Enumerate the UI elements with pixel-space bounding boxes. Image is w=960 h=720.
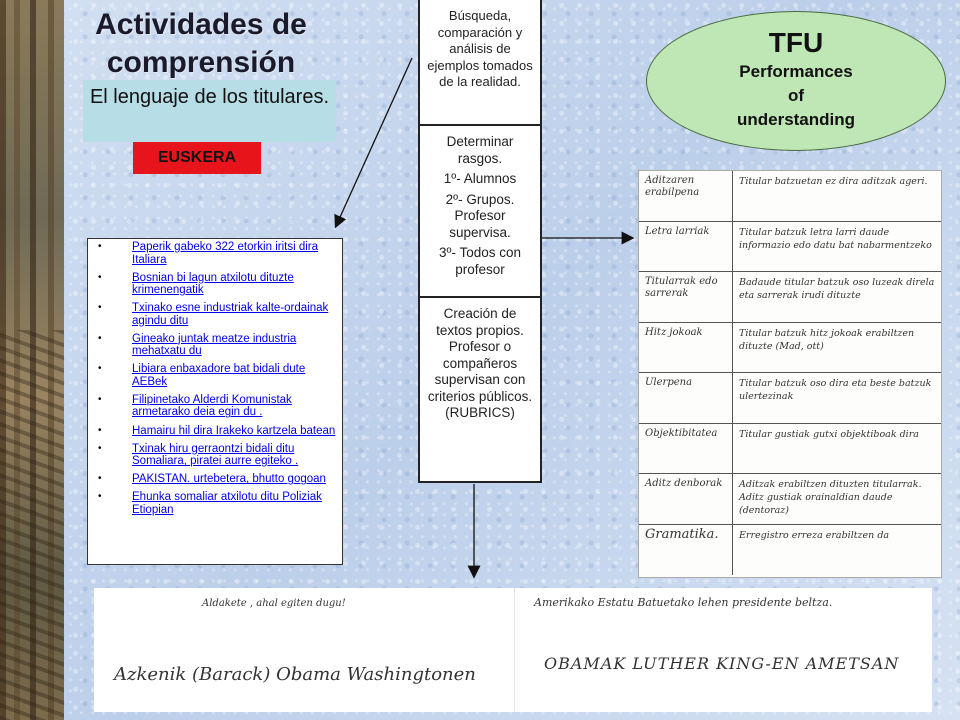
handwritten-table: Aditzaren erabilpena Titular batzuetan e…	[638, 170, 942, 578]
arrow-to-headlines	[334, 57, 413, 229]
headline-link[interactable]: Bosnian bi lagun atxilotu dituzte krimen…	[132, 271, 294, 297]
step-determine-students: 1º- Alumnos	[443, 171, 517, 186]
table-cell-term: Aditz denborak	[639, 474, 733, 524]
list-item: • PAKISTAN. urtebetera, bhutto gogoan	[96, 473, 336, 486]
step-create: Creación de textos propios. Profesor o c…	[420, 298, 540, 481]
example-line-3: Azkenik (Barack) Obama Washingtonen	[114, 664, 476, 685]
step-determine-all: 3º- Todos con profesor	[439, 245, 521, 277]
bullet-icon: •	[98, 393, 102, 405]
example-line-4: OBAMAK LUTHER KING-EN AMETSAN	[544, 654, 900, 673]
step-create-text: Creación de textos propios. Profesor o c…	[427, 306, 533, 420]
bullet-icon: •	[98, 302, 102, 314]
table-row: Aditz denborak Aditzak erabiltzen dituzt…	[639, 474, 941, 525]
tfu-ellipse: TFU Performances of understanding	[646, 11, 946, 151]
table-row: Hitz jokoak Titular batzuk hitz jokoak e…	[639, 322, 941, 373]
table-cell-term: Titularrak edo sarrerak	[639, 272, 733, 322]
table-cell-term: Letra larriak	[639, 221, 733, 271]
step-determine-groups: 2º- Grupos. Profesor supervisa.	[445, 191, 515, 240]
bullet-icon: •	[98, 271, 102, 283]
language-badge: EUSKERA	[133, 142, 261, 174]
bullet-icon: •	[98, 491, 102, 503]
handwritten-examples: Aldakete , ahal egiten dugu! Amerikako E…	[94, 588, 932, 712]
bark-decoration	[0, 0, 64, 720]
steps-column: Búsqueda, comparación y análisis de ejem…	[418, 0, 542, 483]
list-item: • Paperik gabeko 322 etorkin iritsi dira …	[96, 241, 336, 266]
bullet-icon: •	[98, 424, 102, 436]
bullet-icon: •	[98, 363, 102, 375]
headline-link[interactable]: Txinako esne industriak kalte-ordainak a…	[132, 302, 329, 327]
step-search-text: Búsqueda, comparación y análisis de ejem…	[427, 8, 533, 89]
list-item: • Libiara enbaxadore bat bidali dute AEBe…	[96, 363, 336, 388]
table-cell-note: Aditzak erabiltzen dituzten titularrak. …	[739, 479, 922, 516]
table-cell-term: Hitz jokoak	[639, 322, 733, 372]
table-row: Letra larriak Titular batzuk letra larri…	[639, 221, 941, 272]
example-line-1: Aldakete , ahal egiten dugu!	[202, 598, 346, 609]
tfu-line3: understanding	[736, 110, 856, 129]
table-cell-term: Gramatika.	[639, 524, 733, 575]
example-line-2: Amerikako Estatu Batuetako lehen preside…	[534, 596, 833, 609]
bullet-icon: •	[98, 473, 102, 485]
table-row: Objektibitatea Titular gustiak gutxi obj…	[639, 423, 941, 474]
subtitle: El lenguaje de los titulares.	[89, 86, 330, 108]
list-item: • Txinak hiru gerraontzi bidali ditu Soma…	[96, 443, 336, 468]
list-item: • Gineako juntak meatze industria mehatxa…	[96, 333, 336, 358]
table-cell-note: Titular batzuk oso dira eta beste batzuk…	[739, 378, 932, 402]
table-cell-term: Ulerpena	[639, 373, 733, 423]
bullet-icon: •	[98, 241, 102, 252]
table-cell-note: Titular batzuetan ez dira aditzak ageri.	[739, 176, 928, 187]
headlines-list: • Paperik gabeko 322 etorkin iritsi dira …	[87, 238, 343, 565]
tfu-line2: of	[787, 86, 805, 105]
table-cell-term: Objektibitatea	[639, 423, 733, 473]
table-cell-note: Titular gustiak gutxi objektiboak dira	[739, 428, 919, 440]
bark-texture	[0, 330, 64, 720]
table-row: Aditzaren erabilpena Titular batzuetan e…	[639, 171, 941, 222]
headline-link[interactable]: Paperik gabeko 322 etorkin iritsi dira I…	[132, 241, 319, 266]
headline-link[interactable]: Gineako juntak meatze industria mehatxat…	[132, 332, 297, 358]
step-determine-heading: Determinar rasgos.	[446, 134, 514, 166]
list-item: • Bosnian bi lagun atxilotu dituzte krime…	[96, 272, 336, 297]
examples-divider	[514, 588, 515, 712]
page-title: Actividades de comprensión	[95, 8, 307, 79]
table-cell-note: Titular batzuk letra larri daude informa…	[739, 226, 932, 251]
headline-link[interactable]: PAKISTAN. urtebetera, bhutto gogoan	[132, 473, 326, 486]
bullet-icon: •	[98, 442, 102, 454]
table-row: Ulerpena Titular batzuk oso dira eta bes…	[639, 373, 941, 424]
list-item: • Ehunka somaliar atxilotu ditu Poliziak …	[96, 491, 336, 516]
headline-link[interactable]: Libiara enbaxadore bat bidali dute AEBek	[132, 363, 306, 388]
headline-link[interactable]: Hamairu hil dira Irakeko kartzela batean	[132, 424, 336, 437]
headline-link[interactable]: Filipinetako Alderdi Komunistak armetara…	[132, 393, 292, 419]
headline-link[interactable]: Txinak hiru gerraontzi bidali ditu Somal…	[132, 442, 299, 468]
step-determine: Determinar rasgos. 1º- Alumnos 2º- Grupo…	[420, 126, 540, 298]
table-cell-note: Badaude titular batzuk oso luzeak direla…	[739, 277, 935, 301]
tfu-title: TFU	[768, 27, 824, 58]
table-row: Gramatika. Erregistro erreza erabiltzen …	[639, 524, 941, 575]
list-item: • Hamairu hil dira Irakeko kartzela batea…	[96, 425, 336, 438]
table-cell-note: Titular batzuk hitz jokoak erabiltzen di…	[739, 327, 915, 352]
table-cell-term: Aditzaren erabilpena	[639, 171, 733, 221]
table-cell-note: Erregistro erreza erabiltzen da	[739, 529, 890, 541]
table-row: Titularrak edo sarrerak Badaude titular …	[639, 272, 941, 323]
subtitle-box: El lenguaje de los titulares.	[83, 80, 336, 142]
tfu-line1: Performances	[739, 62, 853, 81]
step-search: Búsqueda, comparación y análisis de ejem…	[420, 0, 540, 126]
headline-link[interactable]: Ehunka somaliar atxilotu ditu Poliziak E…	[132, 491, 322, 516]
list-item: • Txinako esne industriak kalte-ordainak …	[96, 302, 336, 327]
bullet-icon: •	[98, 332, 102, 344]
list-item: • Filipinetako Alderdi Komunistak armetar…	[96, 394, 336, 419]
